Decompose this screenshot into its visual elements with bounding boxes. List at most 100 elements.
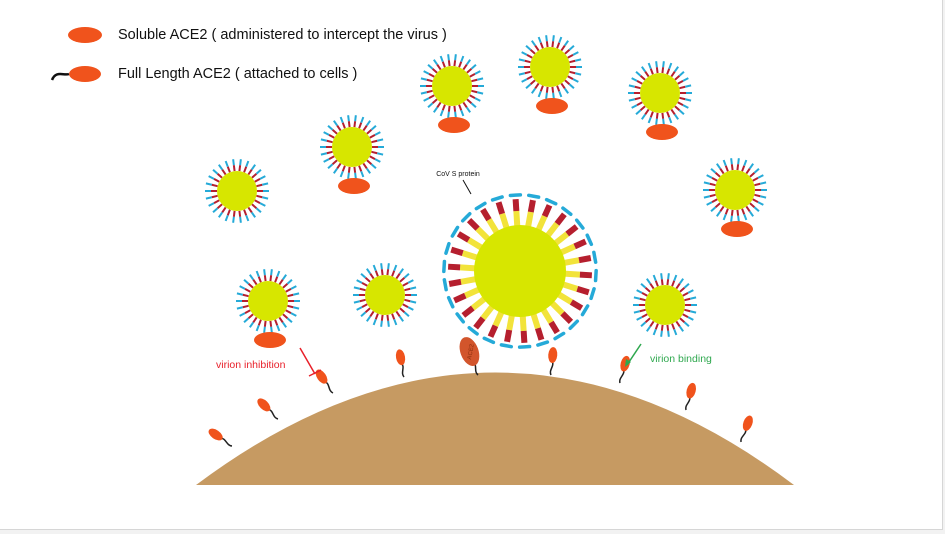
spike-tip <box>722 159 727 167</box>
spike-tip <box>255 324 260 332</box>
spike-tip <box>447 54 450 61</box>
spike-protein <box>247 313 254 319</box>
spike-tip <box>259 175 266 180</box>
spike-tip <box>236 292 243 296</box>
spike-tip <box>730 158 733 165</box>
spike-protein <box>369 134 376 139</box>
ace2-receptor: ACE2 <box>459 337 480 376</box>
spike-protein <box>216 173 223 179</box>
spike-protein <box>364 277 371 283</box>
spike-tip <box>250 211 257 218</box>
spike-head <box>554 212 567 226</box>
spike-tip <box>737 215 740 222</box>
spike-head <box>450 246 464 257</box>
spike-protein <box>462 101 468 108</box>
spike-protein <box>458 104 463 111</box>
spike-label: CoV S protein <box>436 171 480 178</box>
spike-protein <box>639 105 646 111</box>
spike-tip <box>403 273 410 279</box>
spike-tip <box>224 160 229 168</box>
spike-protein <box>644 287 651 293</box>
spike-tip <box>360 311 367 317</box>
spike-tip <box>558 90 563 98</box>
spike-tip <box>460 55 465 63</box>
spike-protein <box>226 166 231 173</box>
spike-tip <box>339 116 344 124</box>
small-virion <box>628 61 692 140</box>
soluble-ace2 <box>646 124 678 140</box>
spike-tip <box>631 104 638 109</box>
spike-tip <box>347 172 350 179</box>
virion-core <box>474 225 566 317</box>
spike-tip <box>420 91 427 95</box>
spike-protein <box>714 202 721 208</box>
spike-tip <box>470 64 477 70</box>
spike-protein <box>242 304 249 309</box>
spike-stalk <box>535 215 548 233</box>
spike-protein <box>436 64 442 71</box>
spike-protein <box>749 202 756 208</box>
spike-tip <box>205 196 212 200</box>
spike-protein <box>447 60 451 67</box>
spike-protein <box>745 205 751 212</box>
spike-stalk <box>544 221 560 239</box>
spike-protein <box>226 209 231 216</box>
spike-protein <box>654 280 659 287</box>
spike-protein <box>634 96 641 101</box>
spike-tip <box>558 36 563 44</box>
spike-tip <box>255 270 260 278</box>
spike-tip <box>631 77 638 82</box>
spike-protein <box>462 64 468 71</box>
spike-tip <box>722 213 727 221</box>
spike-tip <box>245 160 250 168</box>
spike-protein <box>362 162 368 169</box>
spike-protein <box>269 320 273 327</box>
spike-tip <box>410 300 417 304</box>
spike-protein <box>404 287 411 292</box>
spike-protein <box>674 75 681 81</box>
spike-tip <box>690 296 697 300</box>
spike-protein <box>736 164 740 171</box>
spike-tip <box>465 106 472 113</box>
spike-protein <box>709 193 716 198</box>
spike-tip <box>568 83 575 89</box>
spike-protein <box>391 313 396 320</box>
spike-protein <box>682 313 689 318</box>
spike-tip <box>270 269 273 276</box>
spike-protein <box>639 308 646 313</box>
spike-protein <box>254 178 261 183</box>
spike-tip <box>354 172 357 179</box>
spike-tip <box>250 164 257 171</box>
spike-tip <box>757 174 764 179</box>
spike-tip <box>477 77 484 81</box>
spike-stalk <box>563 270 581 278</box>
spike-tip <box>262 196 269 200</box>
spike-stalk <box>464 286 482 299</box>
spike-stalk <box>519 314 527 332</box>
small-virion <box>236 269 300 348</box>
spike-tip <box>374 158 381 163</box>
spike-protein <box>545 86 549 93</box>
spike-tip <box>380 320 383 327</box>
spike-protein <box>567 54 574 59</box>
spike-tip <box>682 104 689 109</box>
spike-tip <box>439 109 444 117</box>
spike-tip <box>635 71 642 77</box>
spike-tip <box>255 207 262 213</box>
spike-tip <box>427 102 434 108</box>
spike-stalk <box>549 299 565 316</box>
spike-tip <box>208 175 215 180</box>
spike-protein <box>326 139 333 144</box>
spike-tip <box>474 97 481 102</box>
spike-tip <box>508 193 523 198</box>
spike-tip <box>380 263 383 270</box>
spike-head <box>576 285 590 296</box>
spike-tip <box>490 195 504 202</box>
spike-tip <box>687 316 694 321</box>
spike-protein <box>256 183 263 188</box>
soluble-ace2 <box>721 221 753 237</box>
spike-tip <box>668 62 673 70</box>
spike-stalk <box>562 257 580 267</box>
spike-protein <box>402 282 409 287</box>
